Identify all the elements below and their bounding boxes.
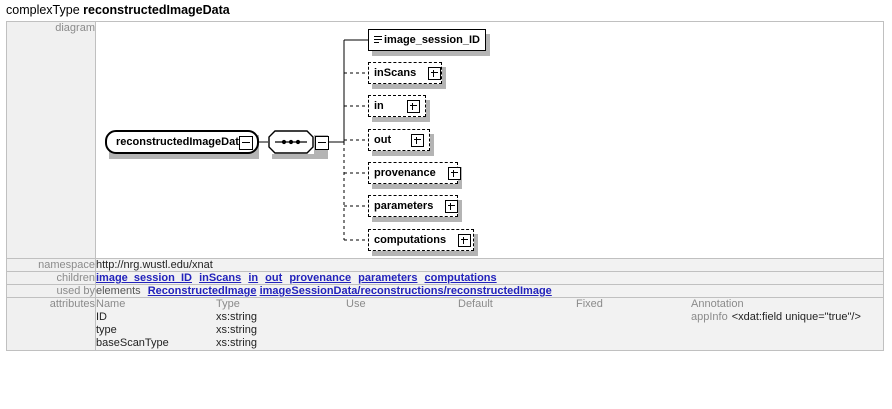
page-title: complexType reconstructedImageData xyxy=(6,3,230,17)
children-link[interactable]: in xyxy=(248,272,259,284)
attr-cell-type: xs:string xyxy=(216,337,257,349)
attr-cell-type: xs:string xyxy=(216,324,257,336)
element-node-inScans[interactable]: inScans xyxy=(368,62,442,84)
attr-cell-name: baseScanType xyxy=(96,337,169,349)
attributes-row: attributes Name Type Use Default Fixed A… xyxy=(6,297,884,351)
children-link[interactable]: parameters xyxy=(358,272,418,284)
attr-header-name: Name xyxy=(96,298,126,310)
attributes-row-item: baseScanType xs:string xyxy=(96,337,883,350)
attributes-value: Name Type Use Default Fixed Annotation I… xyxy=(95,297,884,351)
attributes-header-row: Name Type Use Default Fixed Annotation xyxy=(96,298,883,311)
attr-cell-use xyxy=(346,324,458,337)
attr-cell-name: ID xyxy=(96,311,107,323)
attr-cell-default xyxy=(458,337,576,350)
sequence-icon[interactable] xyxy=(268,130,314,154)
attr-header-annotation: Annotation xyxy=(691,298,744,310)
namespace-row: namespace http://nrg.wustl.edu/xnat xyxy=(6,258,884,272)
attr-cell-default xyxy=(458,311,576,324)
expand-plus-icon[interactable] xyxy=(445,199,459,213)
schema-table: diagram xyxy=(6,21,884,351)
attributes-body: ID xs:string appInfo<xdat:field unique="t… xyxy=(96,311,883,350)
expand-plus-icon[interactable] xyxy=(447,166,461,180)
attr-cell-use xyxy=(346,311,458,324)
attr-cell-fixed xyxy=(576,311,691,324)
attr-cell-type: xs:string xyxy=(216,311,257,323)
usedby-kind-label: elements xyxy=(96,285,141,297)
attr-cell-use xyxy=(346,337,458,350)
page-title-kind: complexType xyxy=(6,3,80,17)
attr-cell-annotation xyxy=(691,324,883,337)
children-link[interactable]: inScans xyxy=(199,272,242,284)
element-node-parameters[interactable]: parameters xyxy=(368,195,459,217)
element-node-image_session_ID[interactable]: image_session_ID xyxy=(368,29,486,51)
element-node-label: image_session_ID xyxy=(384,34,480,46)
element-node-computations[interactable]: computations xyxy=(368,229,474,251)
attr-header-use: Use xyxy=(346,298,366,310)
attributes-row-item: type xs:string xyxy=(96,324,883,337)
expand-plus-icon[interactable] xyxy=(428,66,442,80)
annotation-kind: appInfo xyxy=(691,311,728,323)
usedby-value: elements ReconstructedImage imageSession… xyxy=(95,284,884,298)
element-node-out[interactable]: out xyxy=(368,129,430,151)
children-link[interactable]: image_session_ID xyxy=(96,272,192,284)
attributes-row-label: attributes xyxy=(6,297,96,351)
element-node-label: parameters xyxy=(374,200,434,212)
element-node-label: computations xyxy=(374,234,447,246)
root-node[interactable]: reconstructedImageData xyxy=(105,130,259,154)
usedby-link[interactable]: imageSessionData/reconstructions/reconst… xyxy=(259,285,552,297)
diagram-cell: reconstructedImageData xyxy=(95,21,884,259)
element-node-label: in xyxy=(374,100,384,112)
usedby-link[interactable]: ReconstructedImage xyxy=(147,285,257,297)
attr-header-type: Type xyxy=(216,298,240,310)
sequence-collapse-minus-icon[interactable] xyxy=(315,136,329,150)
attr-cell-annotation xyxy=(691,337,883,350)
expand-plus-icon[interactable] xyxy=(458,233,472,247)
page-title-name: reconstructedImageData xyxy=(83,3,230,17)
diagram-canvas: reconstructedImageData xyxy=(96,22,883,258)
element-node-label: out xyxy=(374,134,392,146)
attr-cell-annotation: appInfo<xdat:field unique="true"/> xyxy=(691,311,883,324)
usedby-row-label: used by xyxy=(6,284,96,298)
element-node-in[interactable]: in xyxy=(368,95,426,117)
attr-cell-fixed xyxy=(576,337,691,350)
annotation-value: <xdat:field unique="true"/> xyxy=(731,311,861,323)
children-row: children image_session_ID inScans in out… xyxy=(6,271,884,285)
attr-cell-fixed xyxy=(576,324,691,337)
children-link[interactable]: out xyxy=(265,272,283,284)
usedby-row: used by elements ReconstructedImage imag… xyxy=(6,284,884,298)
attr-cell-name: type xyxy=(96,324,117,336)
children-row-label: children xyxy=(6,271,96,285)
children-link[interactable]: computations xyxy=(424,272,497,284)
attr-header-default: Default xyxy=(458,298,493,310)
children-value: image_session_ID inScans in out provenan… xyxy=(95,271,884,285)
root-node-label: reconstructedImageData xyxy=(116,136,245,148)
namespace-value: http://nrg.wustl.edu/xnat xyxy=(95,258,884,272)
attributes-row-item: ID xs:string appInfo<xdat:field unique="t… xyxy=(96,311,883,324)
diagram-connectors xyxy=(252,39,368,241)
list-icon xyxy=(374,35,382,45)
children-link[interactable]: provenance xyxy=(289,272,352,284)
expand-plus-icon[interactable] xyxy=(407,99,420,113)
diagram-row-label: diagram xyxy=(6,21,96,259)
diagram-row: diagram xyxy=(6,21,884,259)
namespace-row-label: namespace xyxy=(6,258,96,272)
expand-plus-icon[interactable] xyxy=(411,133,424,147)
attributes-grid: Name Type Use Default Fixed Annotation I… xyxy=(96,298,883,350)
element-node-label: inScans xyxy=(374,67,417,79)
usedby-link-list: ReconstructedImage imageSessionData/reco… xyxy=(148,285,552,297)
root-collapse-minus-icon[interactable] xyxy=(239,136,253,150)
attr-cell-default xyxy=(458,324,576,337)
element-node-provenance[interactable]: provenance xyxy=(368,162,461,184)
attr-header-fixed: Fixed xyxy=(576,298,603,310)
children-link-list: image_session_ID inScans in out provenan… xyxy=(96,272,501,284)
element-node-label: provenance xyxy=(374,167,436,179)
